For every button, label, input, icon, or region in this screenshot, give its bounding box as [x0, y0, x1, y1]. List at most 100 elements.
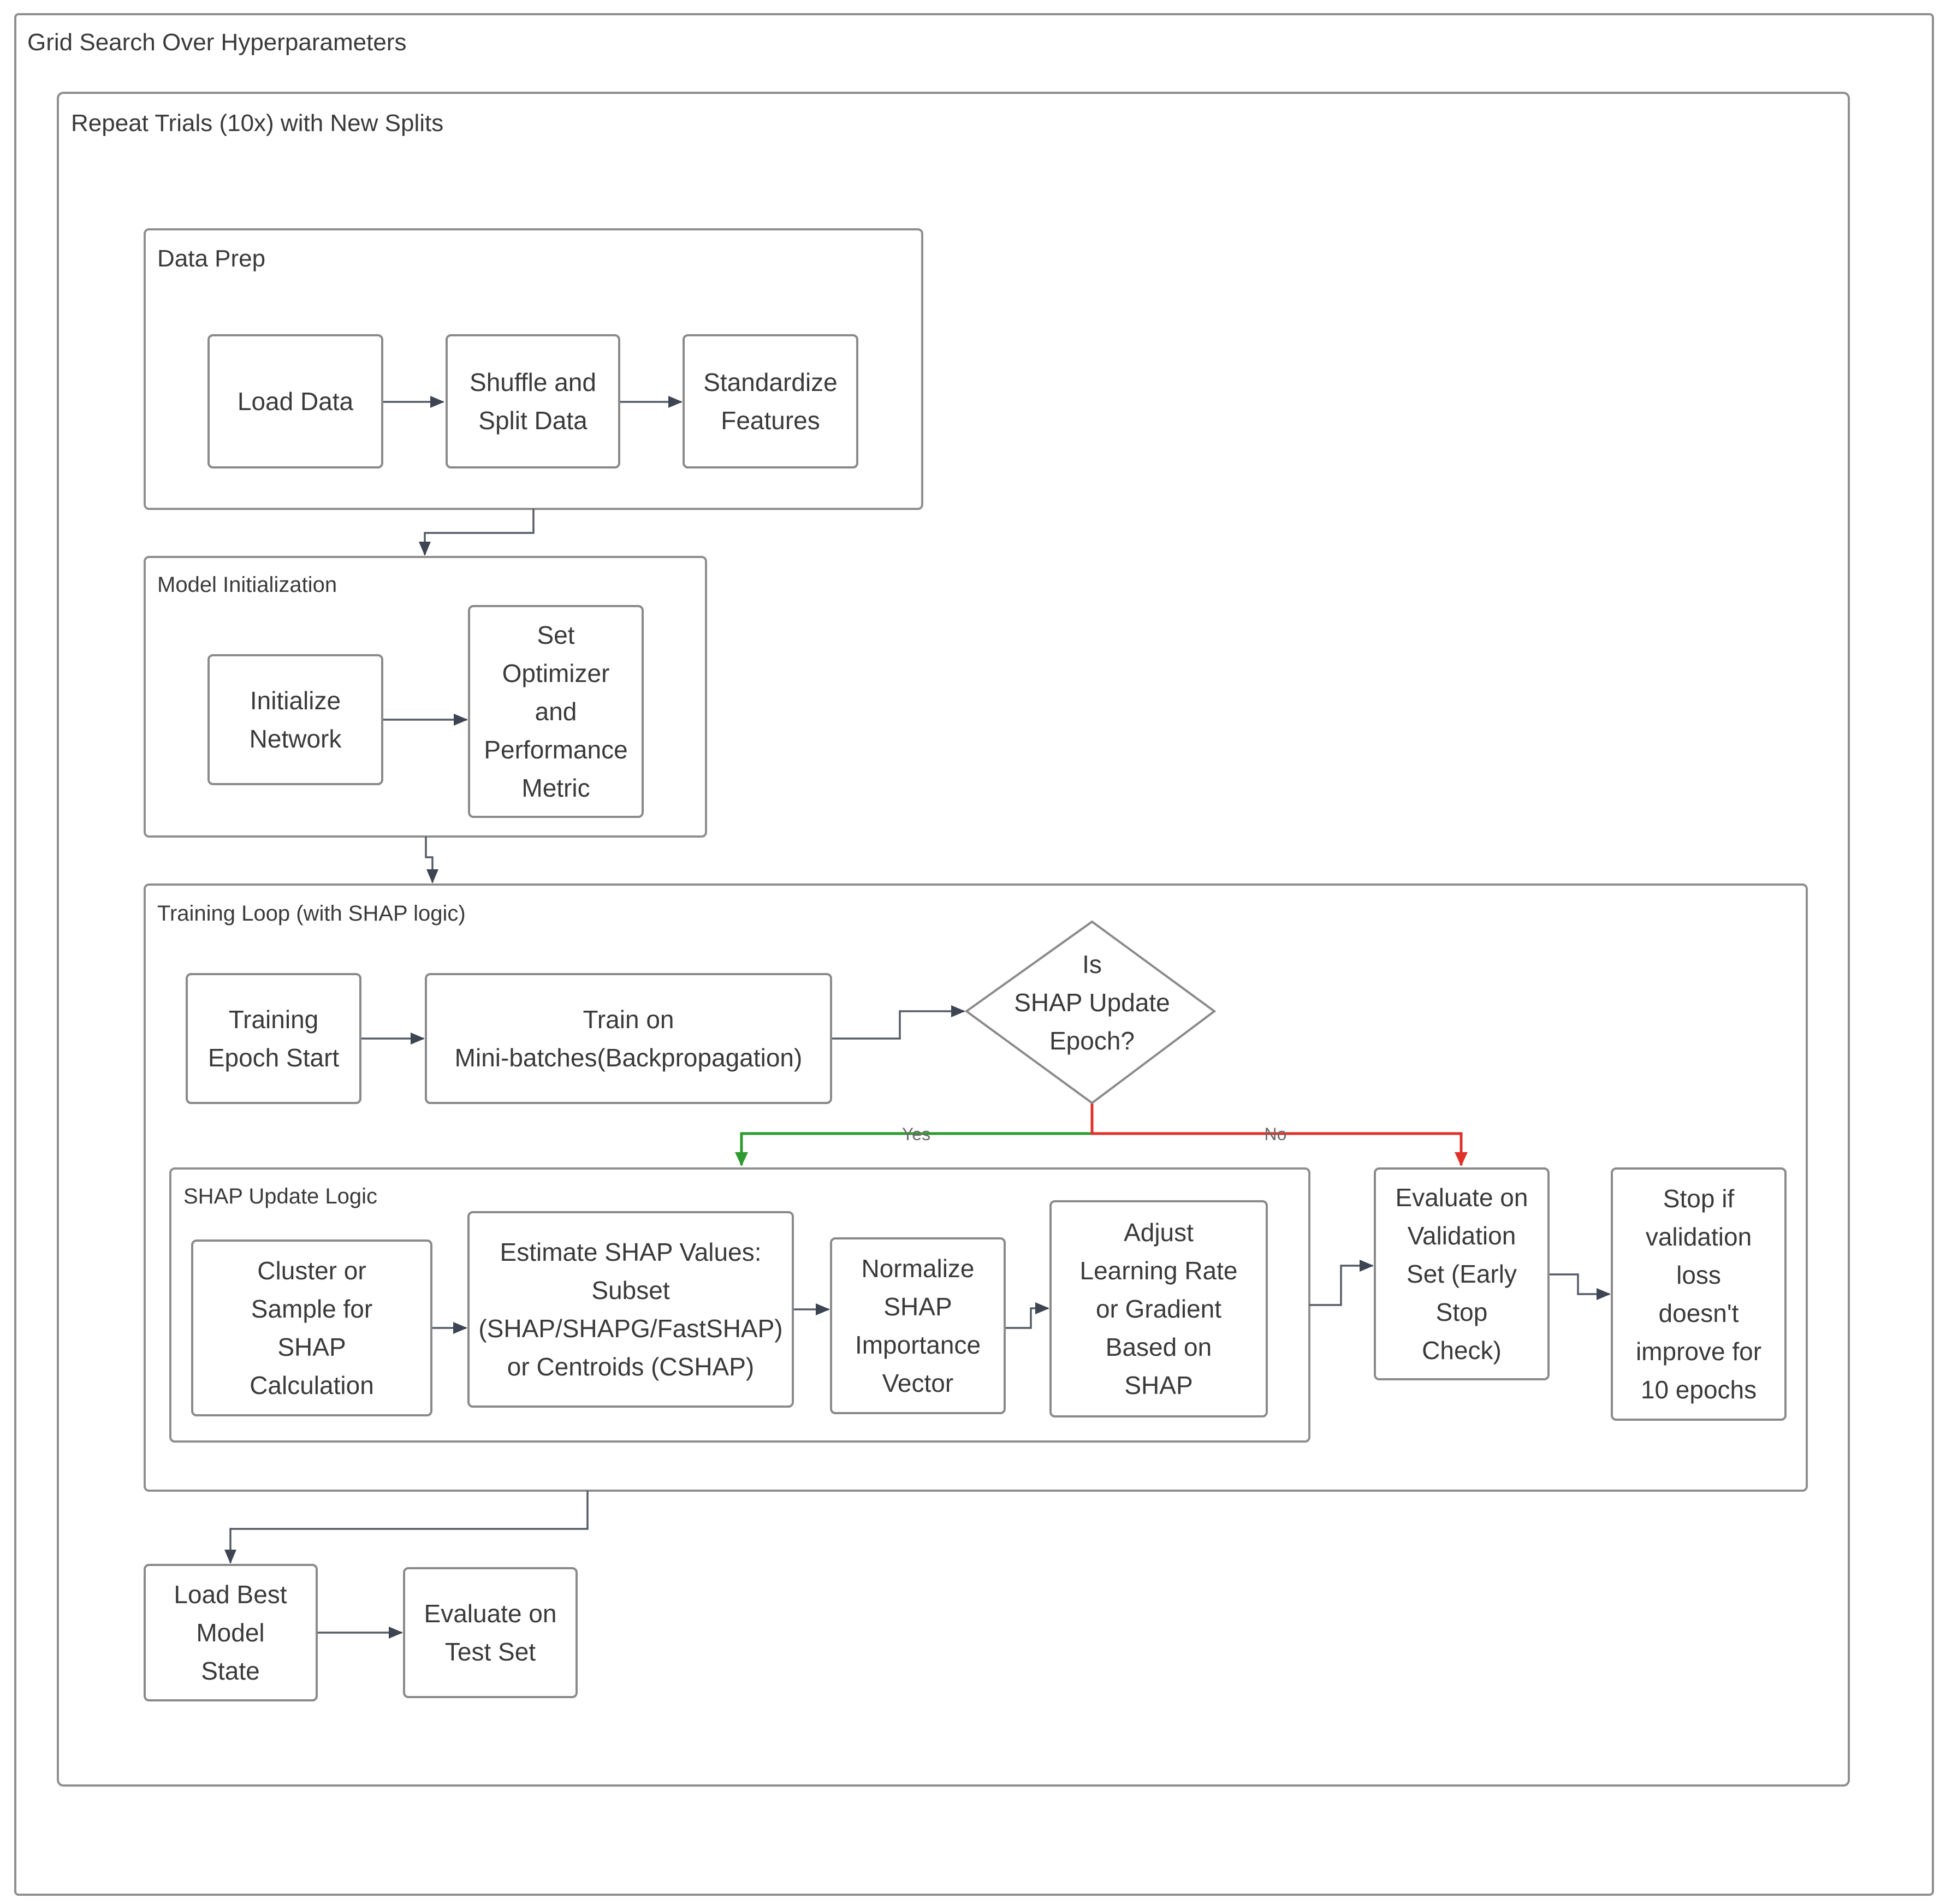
node-label-stop-if-line-6: 10 epochs [1641, 1375, 1757, 1404]
node-label-standardize-line-1: Standardize [703, 368, 838, 396]
node-train-minibatches: Train on Mini-batches(Backpropagation) [425, 973, 832, 1104]
node-label-eval-val-line-1: Evaluate on [1396, 1183, 1528, 1212]
node-label-decision-line-1: Is [1082, 950, 1102, 978]
edge-label-yes: Yes [902, 1124, 930, 1144]
node-label-eval-test: Evaluate on Test Set [424, 1599, 557, 1666]
node-label-standardize-line-2: Features [721, 406, 820, 435]
node-label-estimate-shap-line-3: (SHAP/SHAPG/FastSHAP) [478, 1314, 782, 1343]
edge-training-to-loadbest [224, 1491, 589, 1564]
node-label-shuffle-split-line-2: Split Data [478, 406, 588, 435]
node-label-eval-val-line-3: Set (Early [1407, 1260, 1517, 1288]
node-label-stop-if-line-3: loss [1676, 1261, 1721, 1289]
edge-label-no: No [1265, 1124, 1287, 1144]
node-label-adjust-lr-line-5: SHAP [1124, 1371, 1192, 1399]
node-estimate-shap: Estimate SHAP Values:Subset(SHAP/SHAPG/F… [467, 1211, 794, 1408]
group-training-loop: Training Loop (with SHAP logic) [144, 883, 1808, 1492]
node-label-normalize-line-1: Normalize [861, 1254, 974, 1283]
group-repeat-trials: Repeat Trials (10x) with New Splits [57, 92, 1850, 1787]
node-label-load-data: Load Data [238, 387, 354, 416]
node-label-epoch-start-line-1: Training [229, 1005, 318, 1034]
node-stop-if-no-improve: Stop if validation loss doesn't improve for 1… [1611, 1167, 1787, 1421]
node-label-cluster-sample-line-1: Cluster or [257, 1256, 366, 1285]
group-title-grid-search: Grid Search Over Hyperparameters [27, 29, 406, 56]
node-label-set-optimizer-line-2: Optimizer [502, 659, 610, 687]
node-label-estimate-shap-line-4: or Centroids (CSHAP) [507, 1353, 754, 1381]
node-label-set-optimizer-line-3: and [535, 697, 577, 726]
group-title-model-init: Model Initialization [157, 573, 337, 597]
node-label-eval-test-line-1: Evaluate on [424, 1599, 557, 1628]
node-label-load-best-line-3: State [201, 1657, 259, 1685]
group-shap-update-logic: SHAP Update Logic [169, 1167, 1310, 1443]
node-label-stop-if-line-2: validation [1646, 1223, 1752, 1251]
node-label-adjust-lr-line-4: Based on [1106, 1333, 1212, 1361]
edge-modelinit-to-training [425, 837, 438, 883]
node-label-eval-val-line-4: Stop [1436, 1298, 1488, 1326]
node-label-estimate-shap-line-2: Subset [591, 1276, 669, 1304]
node-label-decision-line-2: SHAP Update [1014, 988, 1170, 1017]
edge-shaplogic-to-evalval [1309, 1260, 1374, 1306]
group-grid-search: Grid Search Over Hyperparameters [14, 13, 1934, 1896]
node-label-eval-val-line-5: Check) [1422, 1336, 1502, 1365]
node-label-train-minibatch-line-2: Mini-batches(Backpropagation) [455, 1043, 803, 1072]
node-label-epoch-start-line-2: Epoch Start [208, 1043, 340, 1072]
node-label-stop-if-line-5: improve for [1636, 1337, 1761, 1366]
group-title-data-prep: Data Prep [157, 245, 265, 272]
node-label-set-optimizer-line-5: Metric [521, 774, 590, 802]
node-label-load-best-line-2: Model [196, 1618, 264, 1647]
node-label-adjust-lr-line-1: Adjust [1124, 1218, 1194, 1247]
node-label-eval-val-line-2: Validation [1408, 1221, 1516, 1250]
node-label-normalize-line-2: SHAP [883, 1292, 952, 1321]
edge-train-to-decision [831, 1005, 965, 1040]
node-label-cluster-sample-line-4: Calculation [250, 1371, 374, 1399]
edge-decision-no [1090, 1103, 1468, 1166]
node-label-adjust-lr-line-2: Learning Rate [1080, 1256, 1238, 1285]
node-label-stop-if-line-4: doesn't [1659, 1299, 1739, 1327]
node-label-init-network-line-2: Network [250, 725, 342, 753]
node-label-eval-test-line-2: Test Set [445, 1638, 536, 1666]
node-label-normalize-line-3: Importance [855, 1331, 981, 1359]
edge-evalval-to-stop [1549, 1273, 1611, 1300]
group-model-init: Model Initialization [144, 556, 707, 838]
node-label-init-network-line-1: Initialize [250, 686, 341, 715]
node-evaluate-test-set: Evaluate on Test Set [403, 1567, 578, 1698]
group-title-repeat-trials: Repeat Trials (10x) with New Splits [71, 110, 443, 137]
node-label-load-best-line-1: Load Best [174, 1580, 287, 1609]
node-label-normalize-line-4: Vector [882, 1369, 953, 1397]
node-label-shuffle-split-line-1: Shuffle and [470, 368, 596, 396]
node-label-set-optimizer-line-4: Performance [484, 735, 627, 764]
node-label-adjust-lr-line-3: or Gradient [1096, 1295, 1221, 1323]
node-label-stop-if: Stop if validation loss doesn't improve for 1… [1636, 1184, 1761, 1404]
group-title-shap-update-logic: SHAP Update Logic [183, 1184, 377, 1208]
edge-dataprep-to-modelinit [419, 509, 535, 556]
node-label-train-minibatch-line-1: Train on [583, 1005, 674, 1034]
node-label-load-data-line-1: Load Data [238, 387, 354, 416]
node-label-estimate-shap: Estimate SHAP Values:Subset(SHAP/SHAPG/F… [478, 1238, 782, 1381]
node-label-cluster-sample-line-3: SHAP [277, 1333, 346, 1361]
node-label-decision-line-3: Epoch? [1049, 1027, 1135, 1055]
edges: Yes No [224, 396, 1611, 1639]
node-label-stop-if-line-1: Stop if [1663, 1184, 1735, 1213]
node-label-cluster-sample-line-2: Sample for [251, 1295, 372, 1323]
